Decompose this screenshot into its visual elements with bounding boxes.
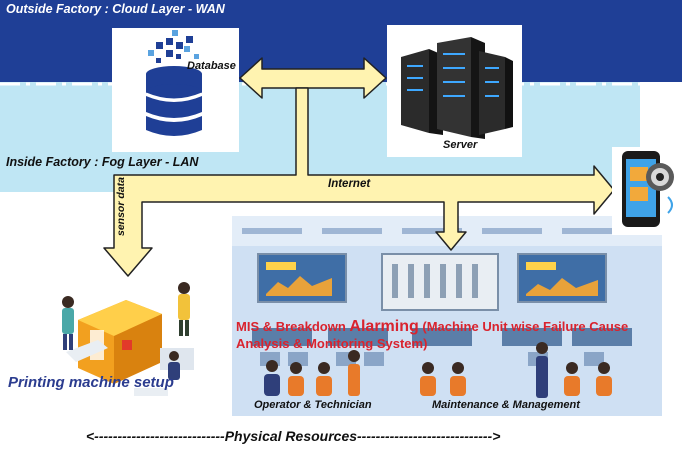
operator-technician-label: Operator & Technician bbox=[254, 399, 372, 411]
outside-factory-label: Outside Factory : Cloud Layer - WAN bbox=[6, 2, 225, 16]
server-rack-icon bbox=[401, 37, 513, 139]
inside-factory-label: Inside Factory : Fog Layer - LAN bbox=[6, 155, 199, 169]
printing-machine-icon bbox=[62, 282, 194, 396]
mis-alarming-subtitle: Analysis & Monitoring System) bbox=[236, 336, 428, 351]
database-icon bbox=[145, 30, 203, 136]
server-label: Server bbox=[443, 139, 478, 151]
db-server-arrow bbox=[239, 57, 387, 99]
operators bbox=[264, 342, 612, 398]
printing-machine-label: Printing machine setup bbox=[8, 374, 174, 391]
server-racks bbox=[401, 37, 513, 139]
fog-layer-band bbox=[0, 82, 640, 192]
mobile-monitoring-icon bbox=[612, 147, 680, 235]
wall-screen-center bbox=[381, 253, 499, 311]
internet-label: Internet bbox=[328, 178, 371, 190]
mis-title-part1: MIS & Breakdown bbox=[236, 319, 350, 334]
database-label: Database bbox=[187, 60, 236, 72]
mis-title-part2: (Machine Unit wise Failure Cause bbox=[418, 319, 629, 334]
physical-resources-label: <----------------------------Physical Re… bbox=[86, 428, 501, 444]
mis-title-alarming: Alarming bbox=[349, 318, 419, 335]
database-box: Database bbox=[112, 28, 239, 152]
mis-alarming-title: MIS & Breakdown Alarming (Machine Unit w… bbox=[236, 318, 628, 336]
maintenance-management-label: Maintenance & Management bbox=[432, 399, 580, 411]
printer-staff bbox=[62, 282, 194, 396]
server-box: Server bbox=[387, 25, 522, 157]
wall-screen-left bbox=[257, 253, 347, 303]
sensor-data-label: sensor data bbox=[115, 177, 127, 236]
wall-screen-right bbox=[517, 253, 607, 303]
internet-backbone bbox=[103, 87, 615, 277]
printer-body bbox=[66, 300, 162, 384]
